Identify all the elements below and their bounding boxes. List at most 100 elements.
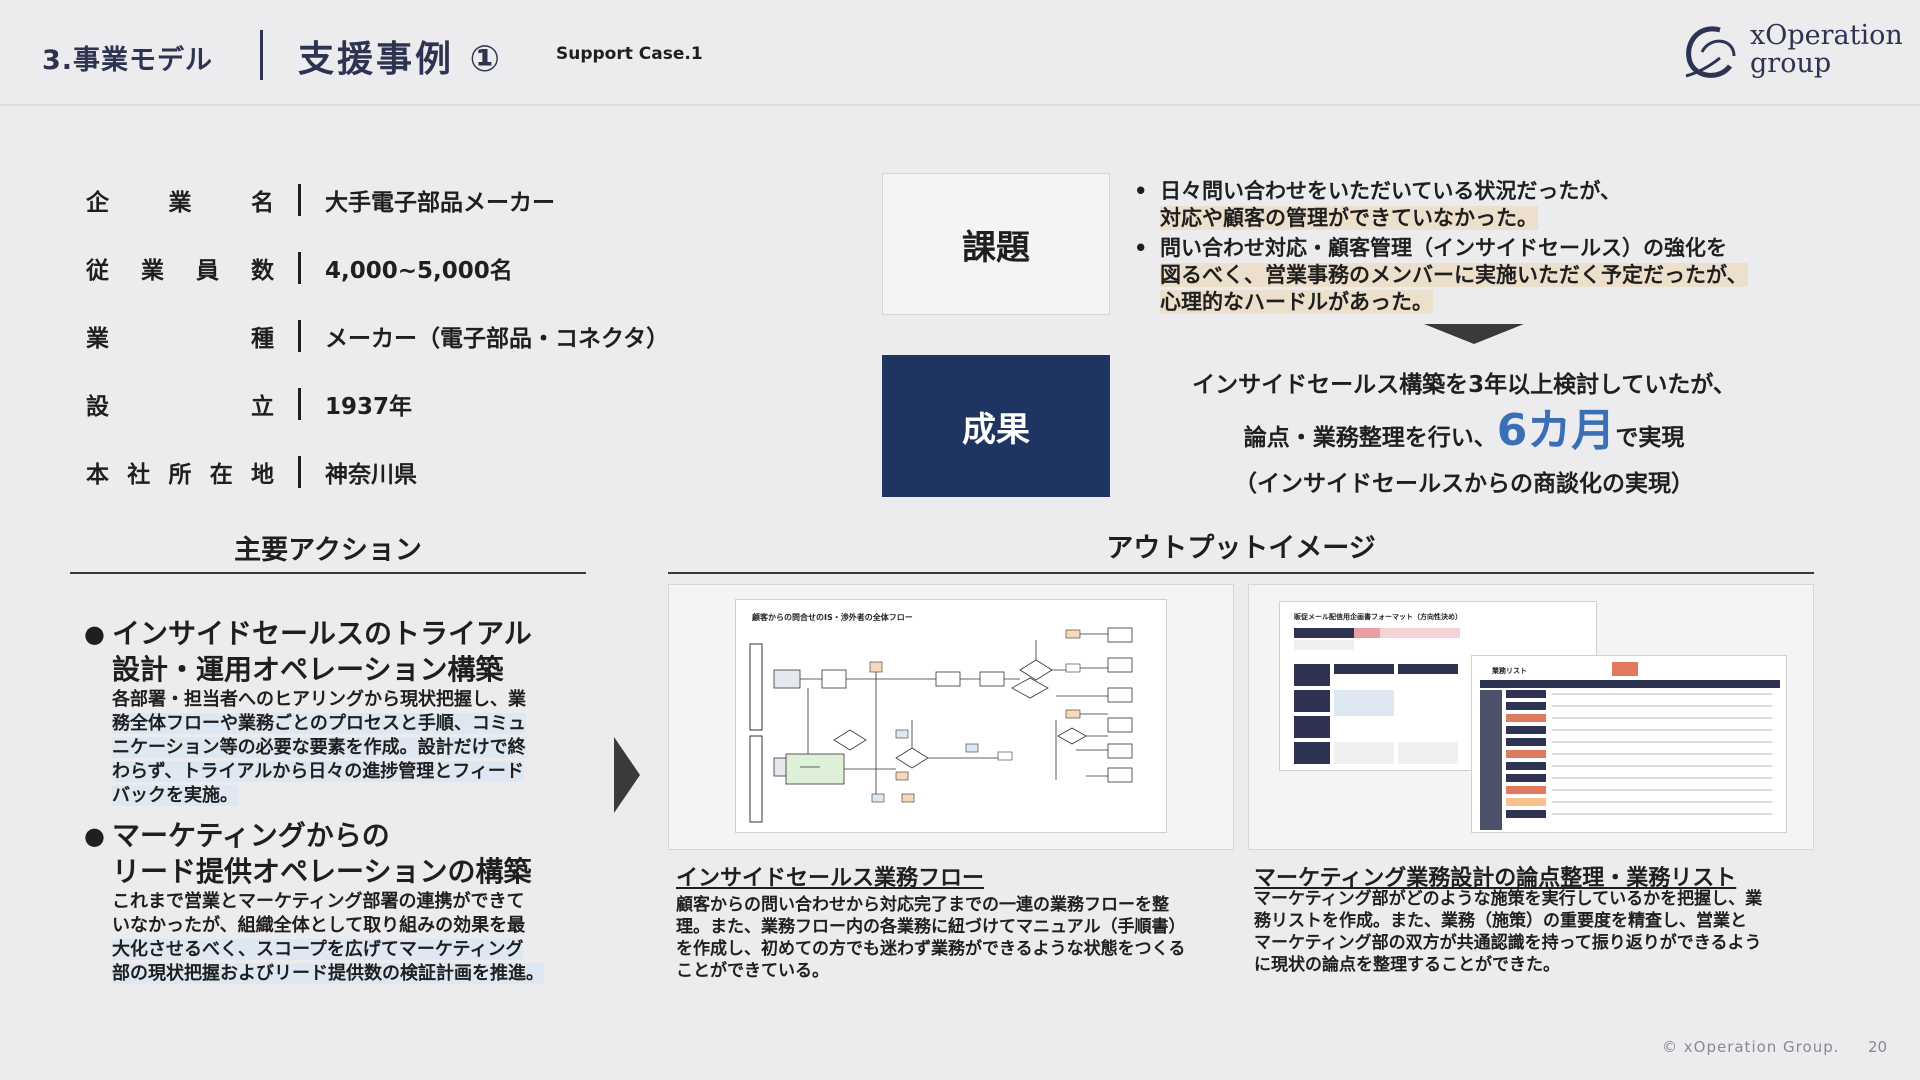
- output-heading: アウトプットイメージ: [1106, 533, 1376, 564]
- bullet-dot: •: [1134, 236, 1148, 260]
- issue-text-line: 対応や顧客の管理ができていなかった。: [1160, 206, 1538, 230]
- info-key-char: 在: [209, 462, 233, 488]
- thumb-title: 業務リスト: [1492, 667, 1527, 675]
- task-list-table-icon: [1480, 662, 1780, 830]
- info-key-char: 設: [86, 394, 109, 420]
- action-body-line: ニケーション等の必要な要素を作成。設計だけで終: [112, 737, 526, 758]
- info-divider: [298, 184, 301, 216]
- actions-heading-rule: [70, 572, 586, 574]
- logo-text: xOperation group: [1750, 22, 1903, 78]
- info-key-char: 業: [86, 326, 109, 352]
- result-line: （インサイドセールスからの商談化の実現）: [1234, 471, 1694, 497]
- info-key-char: 社: [127, 462, 151, 488]
- panel-description-line: マーケティング部の双方が共通認識を持って振り返りができるよう: [1254, 933, 1762, 953]
- issue-list: • 日々問い合わせをいただいている状況だったが、 対応や顧客の管理ができていなか…: [1134, 178, 1794, 316]
- down-arrow-icon: [1424, 324, 1524, 344]
- proposal-table-icon: [1294, 628, 1460, 764]
- action-body: これまで営業とマーケティング部署の連携ができて いなかったが、組織全体として取り…: [112, 890, 604, 986]
- info-key-char: 員: [196, 258, 219, 284]
- output-panel-marketing: 販促メール配信用企画書フォーマット（方向性決め） 業務リスト: [1248, 584, 1814, 850]
- output-heading-rule: [668, 572, 1814, 574]
- result-line: 論点・業務整理を行い、6カ月で実現: [1134, 408, 1794, 461]
- actions-heading: 主要アクション: [234, 535, 422, 566]
- page-title: 支援事例 ①: [298, 39, 504, 80]
- info-row-founded: 設 立 1937年: [86, 384, 412, 424]
- action-title: ● マーケティングからの リード提供オペレーションの構築: [84, 818, 604, 890]
- issue-text-line: 心理的なハードルがあった。: [1160, 290, 1433, 314]
- result-text: インサイドセールス構築を3年以上検討していたが、 論点・業務整理を行い、6カ月で…: [1134, 362, 1794, 507]
- action-body-line: これまで営業とマーケティング部署の連携ができて: [112, 891, 525, 912]
- info-value: 1937年: [325, 394, 413, 420]
- issue-text-line: 問い合わせ対応・顧客管理（インサイドセールス）の強化を: [1160, 236, 1727, 260]
- page-number: 20: [1868, 1038, 1888, 1056]
- result-highlight-duration: 6カ月: [1496, 405, 1616, 456]
- info-key-char: 数: [251, 258, 274, 284]
- page-subtitle: Support Case.1: [556, 44, 703, 64]
- issue-bullet: • 日々問い合わせをいただいている状況だったが、 対応や顧客の管理ができていなか…: [1134, 178, 1794, 232]
- flow-thumbnail: 顧客からの問合せのIS・渉外者の全体フロー: [735, 599, 1167, 833]
- info-key-char: 業: [168, 190, 192, 216]
- action-title-line: インサイドセールスのトライアル: [112, 617, 532, 650]
- issue-bullet: • 問い合わせ対応・顧客管理（インサイドセールス）の強化を 図るべく、営業事務の…: [1134, 235, 1794, 316]
- action-body-line: 大化させるべく、スコープを広げてマーケティング: [112, 939, 524, 960]
- info-row-headquarters: 本 社 所 在 地 神奈川県: [86, 452, 417, 492]
- action-body-line: バックを実施。: [112, 785, 238, 806]
- bullet-dot: •: [1134, 179, 1148, 203]
- issue-text-line: 日々問い合わせをいただいている状況だったが、: [1160, 179, 1621, 203]
- action-item: ● マーケティングからの リード提供オペレーションの構築 これまで営業とマーケテ…: [84, 818, 604, 986]
- right-arrow-icon: [614, 737, 640, 813]
- info-key: 企 業 名: [86, 183, 274, 217]
- info-row-company: 企 業 名 大手電子部品メーカー: [86, 180, 555, 220]
- panel-description-line: 顧客からの問い合わせから対応完了までの一連の業務フローを整: [676, 895, 1169, 915]
- info-key: 本 社 所 在 地: [86, 455, 274, 489]
- thumb-title: 顧客からの問合せのIS・渉外者の全体フロー: [752, 613, 913, 622]
- action-title-line: 設計・運用オペレーション構築: [112, 653, 504, 686]
- panel-description: マーケティング部がどのような施策を実行しているかを把握し、業 務リストを作成。ま…: [1254, 888, 1820, 976]
- info-value: 4,000~5,000名: [325, 258, 513, 284]
- action-body-line: 各部署・担当者へのヒアリングから現状把握し、業: [112, 689, 526, 710]
- info-key-char: 業: [141, 258, 164, 284]
- info-row-industry: 業 種 メーカー（電子部品・コネクタ）: [86, 316, 669, 356]
- bullet-dot: ●: [84, 620, 105, 648]
- action-title: ● インサイドセールスのトライアル 設計・運用オペレーション構築: [84, 616, 604, 688]
- action-title-line: マーケティングからの: [112, 819, 390, 852]
- info-key-char: 地: [251, 462, 274, 488]
- info-key: 従 業 員 数: [86, 251, 274, 285]
- panel-description-line: マーケティング部がどのような施策を実行しているかを把握し、業: [1254, 889, 1763, 909]
- flow-diagram-icon: [749, 627, 1133, 823]
- action-body-line: 部の現状把握およびリード提供数の検証計画を推進。: [112, 963, 544, 984]
- footer-copyright: © xOperation Group.: [1662, 1038, 1840, 1056]
- info-divider: [298, 320, 301, 352]
- result-label-box: 成果: [882, 355, 1110, 497]
- action-item: ● インサイドセールスのトライアル 設計・運用オペレーション構築 各部署・担当者…: [84, 616, 604, 808]
- action-body-line: わらず、トライアルから日々の進捗管理とフィード: [112, 761, 524, 782]
- panel-description-line: 理。また、業務フロー内の各業務に紐づけてマニュアル（手順書）: [676, 917, 1186, 937]
- info-divider: [298, 388, 301, 420]
- info-key-char: 本: [86, 462, 109, 488]
- info-key-char: 従: [86, 258, 109, 284]
- info-key: 設 立: [86, 387, 274, 421]
- section-label: 3.事業モデル: [42, 45, 214, 76]
- info-value: 大手電子部品メーカー: [325, 190, 555, 216]
- result-line: インサイドセールス構築を3年以上検討していたが、: [1192, 372, 1736, 398]
- panel-description-line: ことができている。: [676, 961, 829, 981]
- info-row-employees: 従 業 員 数 4,000~5,000名: [86, 248, 513, 288]
- result-line-part: 論点・業務整理を行い、: [1243, 425, 1497, 451]
- info-value: メーカー（電子部品・コネクタ）: [325, 326, 670, 352]
- panel-description-line: 務リストを作成。また、業務（施策）の重要度を精査し、営業と: [1254, 911, 1747, 931]
- issue-text-line: 図るべく、営業事務のメンバーに実施いただく予定だったが、: [1160, 263, 1748, 287]
- output-panel-flow: 顧客からの問合せのIS・渉外者の全体フロー: [668, 584, 1234, 850]
- action-body-line: いなかったが、組織全体として取り組みの効果を最: [112, 915, 526, 936]
- info-value: 神奈川県: [325, 462, 417, 488]
- logo-line1: xOperation: [1750, 20, 1903, 51]
- panel-description-line: に現状の論点を整理することができた。: [1254, 955, 1560, 975]
- issue-label-box: 課題: [882, 173, 1110, 315]
- bullet-dot: ●: [84, 822, 105, 850]
- info-key: 業 種: [86, 319, 274, 353]
- info-divider: [298, 252, 301, 284]
- panel-caption: インサイドセールス業務フロー: [676, 866, 985, 891]
- info-key-char: 企: [86, 190, 109, 216]
- info-key-char: 名: [251, 190, 274, 216]
- action-title-line: リード提供オペレーションの構築: [112, 855, 532, 888]
- header-divider: [260, 30, 263, 80]
